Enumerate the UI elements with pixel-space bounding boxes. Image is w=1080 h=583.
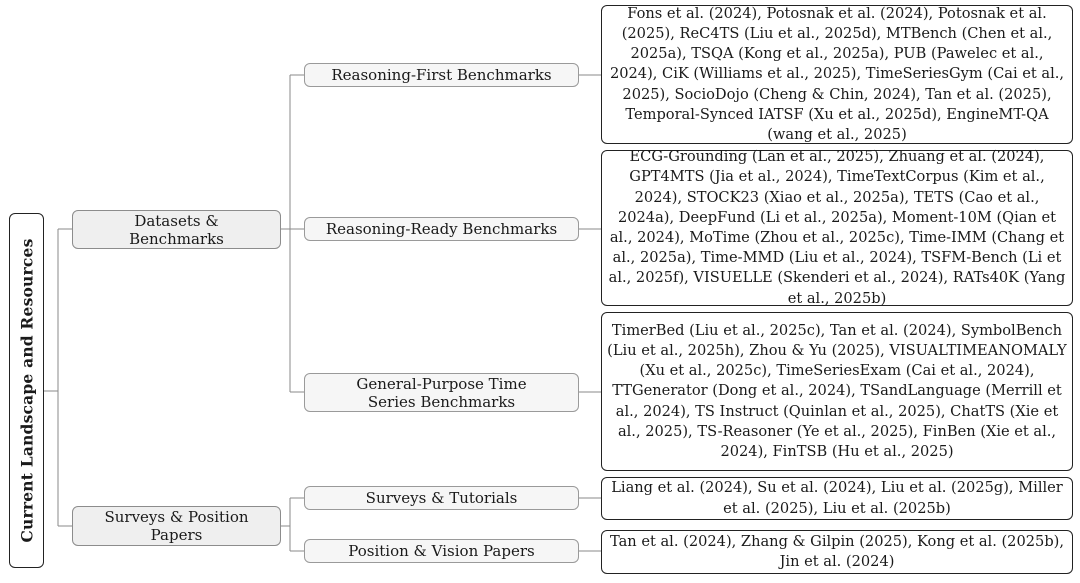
- leaf-text: TimerBed (Liu et al., 2025c), Tan et al.…: [607, 321, 1067, 460]
- leaf-text: ECG-Grounding (Lan et al., 2025), Zhuang…: [608, 148, 1066, 307]
- leaf-surveys-tutorials: Liang et al. (2024), Su et al. (2024), L…: [601, 477, 1073, 520]
- subcategory-label: Position & Vision Papers: [348, 542, 535, 560]
- category-label: Surveys & Position Papers: [104, 508, 249, 544]
- leaf-reasoning-first: Fons et al. (2024), Potosnak et al. (202…: [601, 5, 1073, 144]
- category-surveys-position-papers: Surveys & Position Papers: [72, 506, 281, 546]
- root-label: Current Landscape and Resources: [17, 238, 36, 543]
- subcategory-label: General-Purpose Time Series Benchmarks: [356, 374, 527, 411]
- subcategory-label: Surveys & Tutorials: [365, 489, 518, 507]
- subcategory-general-purpose: General-Purpose Time Series Benchmarks: [304, 373, 579, 412]
- subcategory-label: Reasoning-First Benchmarks: [331, 66, 552, 84]
- subcategory-reasoning-ready: Reasoning-Ready Benchmarks: [304, 217, 579, 241]
- leaf-general-purpose: TimerBed (Liu et al., 2025c), Tan et al.…: [601, 312, 1073, 471]
- leaf-reasoning-ready: ECG-Grounding (Lan et al., 2025), Zhuang…: [601, 148, 1073, 307]
- leaf-position-vision: Tan et al. (2024), Zhang & Gilpin (2025)…: [601, 530, 1073, 574]
- category-datasets-benchmarks: Datasets & Benchmarks: [72, 210, 281, 249]
- subcategory-surveys-tutorials: Surveys & Tutorials: [304, 486, 579, 510]
- leaf-text: Liang et al. (2024), Su et al. (2024), L…: [611, 479, 1063, 517]
- subcategory-reasoning-first: Reasoning-First Benchmarks: [304, 63, 579, 87]
- subcategory-label: Reasoning-Ready Benchmarks: [325, 220, 558, 238]
- leaf-text: Tan et al. (2024), Zhang & Gilpin (2025)…: [610, 532, 1064, 570]
- root-node: Current Landscape and Resources: [9, 213, 44, 568]
- subcategory-position-vision: Position & Vision Papers: [304, 539, 579, 563]
- category-label: Datasets & Benchmarks: [129, 211, 224, 248]
- leaf-text: Fons et al. (2024), Potosnak et al. (202…: [609, 4, 1065, 144]
